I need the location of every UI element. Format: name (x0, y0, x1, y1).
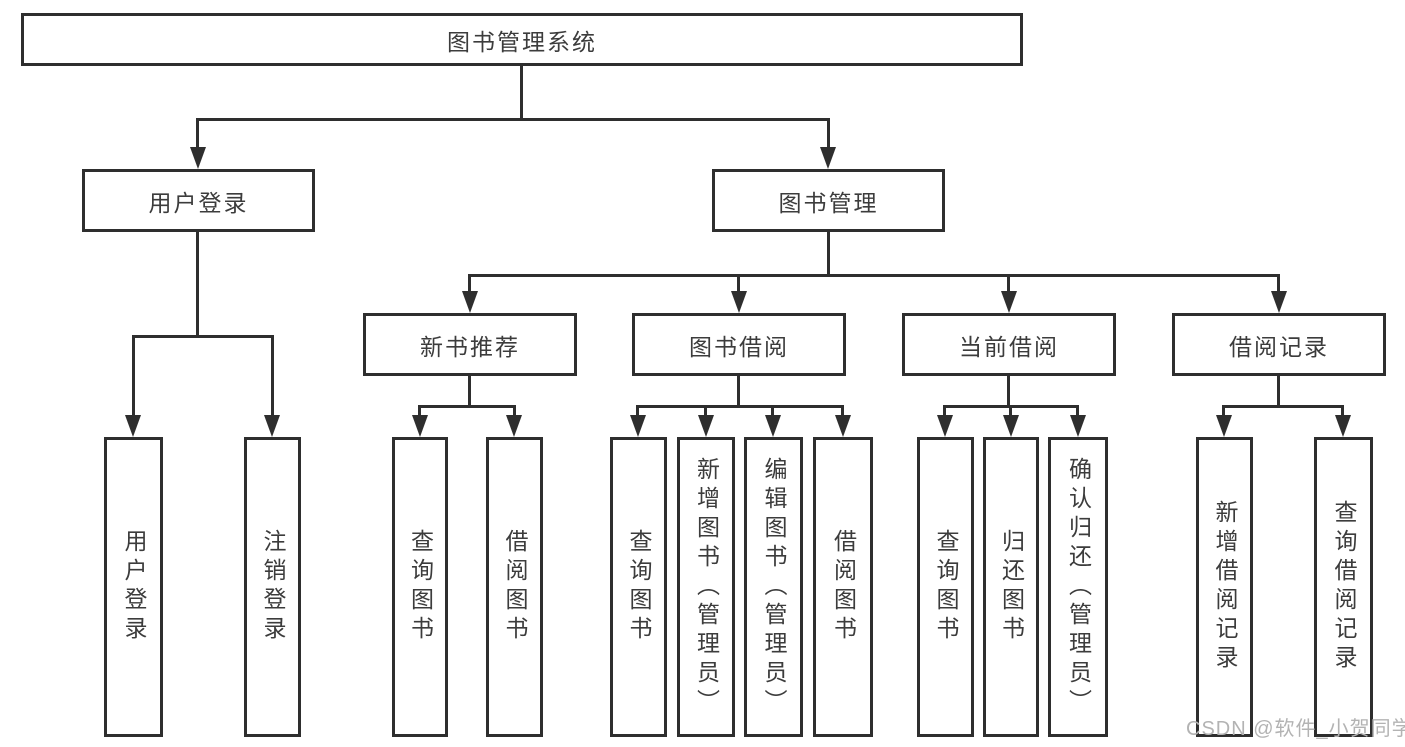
connector-line (636, 405, 639, 417)
node-book-borrow: 图书借阅 (632, 313, 846, 376)
node-current-confirm-return-admin: 确认归还（管理员） (1048, 437, 1108, 737)
node-borrow-borrow-books: 借阅图书 (813, 437, 873, 737)
node-login-action: 用户登录 (104, 437, 163, 737)
connector-current-stem (1007, 376, 1010, 408)
arrow-down-icon (630, 415, 646, 437)
node-user-login: 用户登录 (82, 169, 315, 232)
connector-userlogin-stem (196, 232, 199, 338)
connector-line (771, 405, 774, 417)
connector-line (737, 274, 740, 294)
arrow-down-icon (190, 147, 206, 169)
connector-line (1277, 274, 1280, 294)
connector-records-stem (1277, 376, 1280, 408)
arrow-down-icon (698, 415, 714, 437)
arrow-down-icon (765, 415, 781, 437)
connector-line (513, 405, 516, 417)
connector-bookmgmt-split (468, 274, 1280, 277)
connector-line (943, 405, 946, 417)
connector-line (132, 335, 135, 417)
arrow-down-icon (264, 415, 280, 437)
arrow-down-icon (1335, 415, 1351, 437)
node-recommend-borrow-books: 借阅图书 (486, 437, 543, 737)
arrow-down-icon (506, 415, 522, 437)
connector-recommend-stem (468, 376, 471, 408)
arrow-down-icon (462, 291, 478, 313)
connector-line (1009, 405, 1012, 417)
node-book-management: 图书管理 (712, 169, 945, 232)
connector-borrow-split (636, 405, 844, 408)
connector-line (468, 274, 471, 294)
connector-userlogin-split (132, 335, 274, 338)
arrow-down-icon (1216, 415, 1232, 437)
connector-line (841, 405, 844, 417)
arrow-down-icon (1070, 415, 1086, 437)
arrow-down-icon (1003, 415, 1019, 437)
connector-line (1076, 405, 1079, 417)
node-records-add-record: 新增借阅记录 (1196, 437, 1253, 737)
arrow-down-icon (1271, 291, 1287, 313)
connector-line (827, 118, 830, 149)
arrow-down-icon (937, 415, 953, 437)
arrow-down-icon (1001, 291, 1017, 313)
arrow-down-icon (835, 415, 851, 437)
arrow-down-icon (820, 147, 836, 169)
node-borrow-add-books-admin: 新增图书（管理员） (677, 437, 735, 737)
arrow-down-icon (731, 291, 747, 313)
connector-line (1007, 274, 1010, 294)
node-current-return-books: 归还图书 (983, 437, 1039, 737)
connector-line (1341, 405, 1344, 417)
node-root: 图书管理系统 (21, 13, 1023, 66)
connector-line (704, 405, 707, 417)
arrow-down-icon (125, 415, 141, 437)
connector-root-split (196, 118, 830, 121)
csdn-watermark: CSDN @软件_小贺同学 (1186, 718, 1405, 740)
node-logout: 注销登录 (244, 437, 301, 737)
node-new-book-recommend: 新书推荐 (363, 313, 577, 376)
connector-line (271, 335, 274, 417)
arrow-down-icon (412, 415, 428, 437)
node-current-borrow: 当前借阅 (902, 313, 1116, 376)
node-borrow-records: 借阅记录 (1172, 313, 1386, 376)
node-records-query-record: 查询借阅记录 (1314, 437, 1373, 737)
node-recommend-query-books: 查询图书 (392, 437, 448, 737)
connector-records-split (1222, 405, 1344, 408)
connector-recommend-split (418, 405, 516, 408)
node-borrow-query-books: 查询图书 (610, 437, 667, 737)
connector-bookmgmt-stem (827, 232, 830, 277)
connector-line (1222, 405, 1225, 417)
connector-line (418, 405, 421, 417)
node-current-query-books: 查询图书 (917, 437, 974, 737)
node-borrow-edit-books-admin: 编辑图书（管理员） (744, 437, 803, 737)
connector-line (196, 118, 199, 149)
connector-borrow-stem (737, 376, 740, 408)
connector-root-stem (520, 63, 523, 121)
